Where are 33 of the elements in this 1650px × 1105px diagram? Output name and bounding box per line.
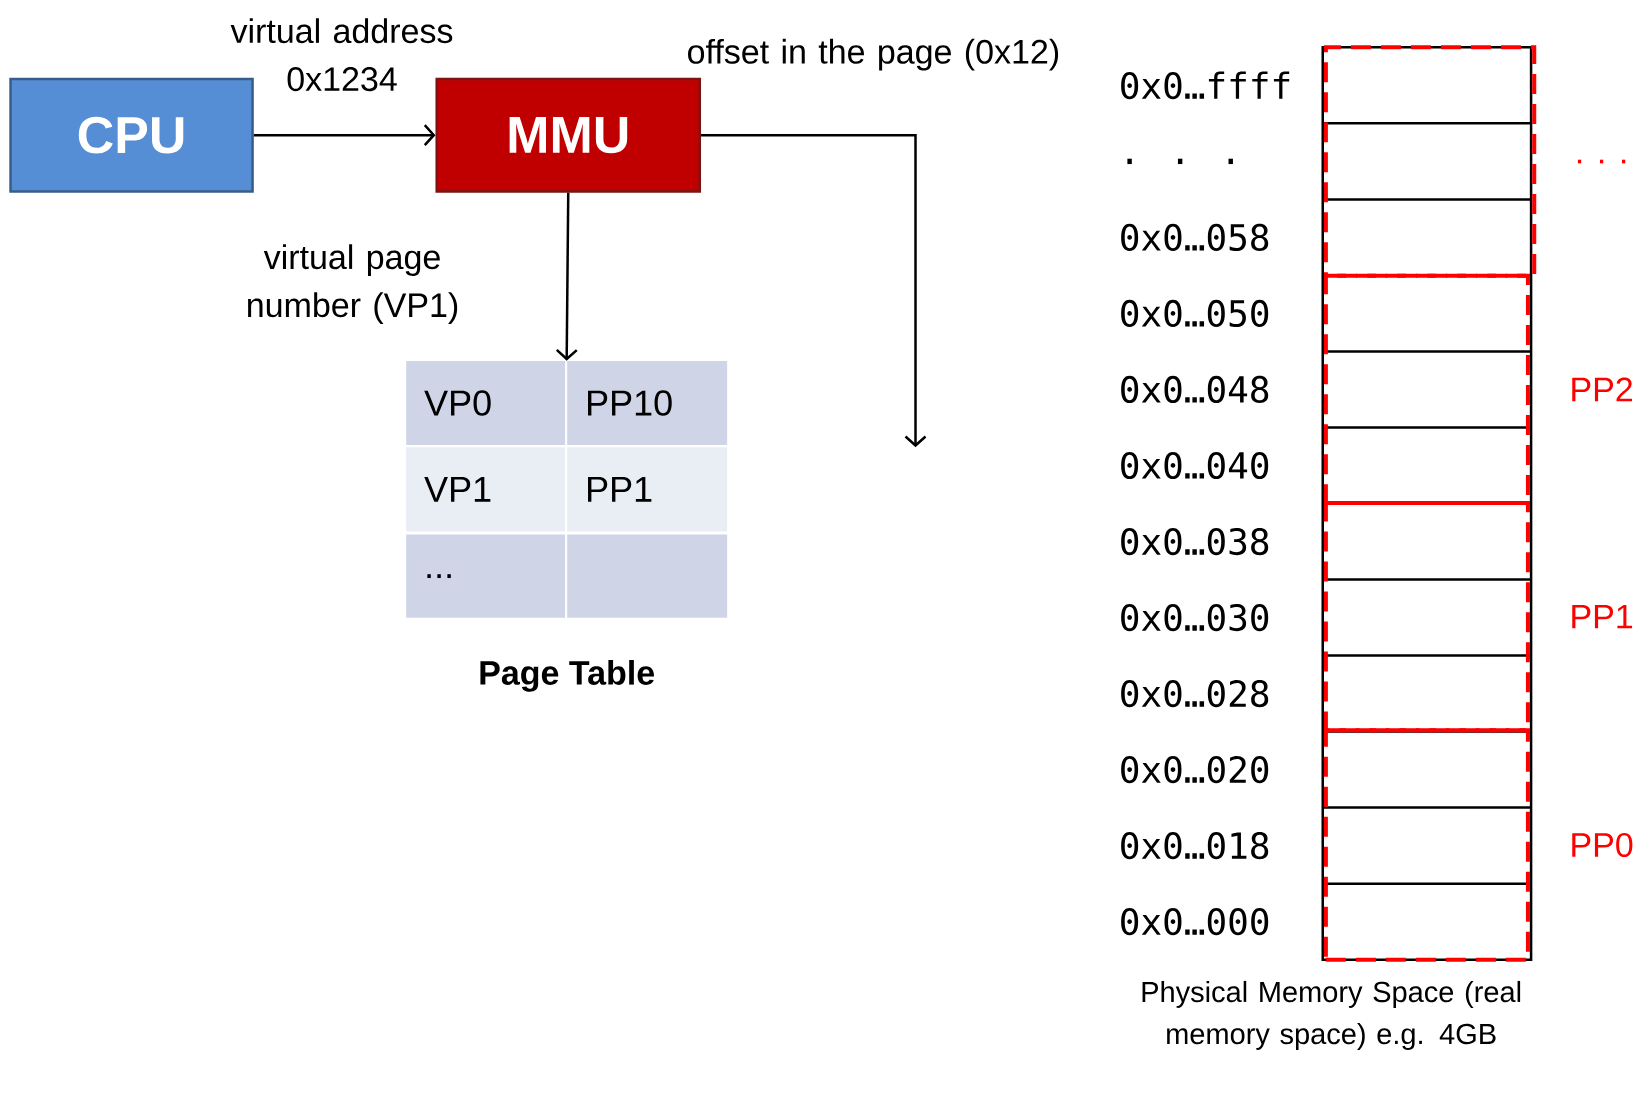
table-cell: PP1 (567, 447, 728, 532)
cpu-box: CPU (9, 77, 254, 193)
node-label: PP1 (588, 476, 652, 502)
address-label: 0x0…020 (1121, 756, 1269, 784)
arrow (701, 134, 927, 448)
address-label: 0x0…058 (1121, 223, 1269, 252)
mmu-box: MMU (435, 77, 702, 193)
table-cell: VP1 (406, 447, 566, 532)
address-label: 0x0…000 (1121, 908, 1269, 936)
table-cell: VP0 (406, 360, 566, 446)
table-cell: PP10 (567, 360, 728, 446)
edge-label: virtual page number (VP1) (248, 244, 458, 324)
edge-label: offset in the page (0x12) (688, 38, 1059, 71)
page-label: PP2 (1572, 377, 1632, 402)
address-label: 0x0…028 (1121, 680, 1269, 708)
node-label: VP1 (424, 476, 491, 502)
address-label: 0x0…038 (1121, 527, 1269, 556)
address-label: 0x0…ffff (1121, 71, 1290, 100)
node-label: PP10 (588, 390, 672, 416)
page-label: . . . (1577, 159, 1626, 164)
address-label: 0x0…048 (1121, 375, 1269, 404)
address-label: 0x0…030 (1121, 604, 1269, 632)
arrow (555, 192, 578, 361)
page-label: PP0 (1572, 833, 1633, 858)
table-title: Page Table (480, 660, 655, 692)
arrow (253, 124, 436, 147)
address-label: . . . (1127, 158, 1233, 165)
table-cell: ... (406, 534, 566, 618)
address-label: 0x0…050 (1121, 299, 1269, 328)
page-label: PP1 (1572, 604, 1633, 629)
address-label: 0x0…040 (1121, 451, 1269, 480)
address-label: 0x0…018 (1121, 832, 1269, 860)
table-cell (567, 534, 728, 618)
